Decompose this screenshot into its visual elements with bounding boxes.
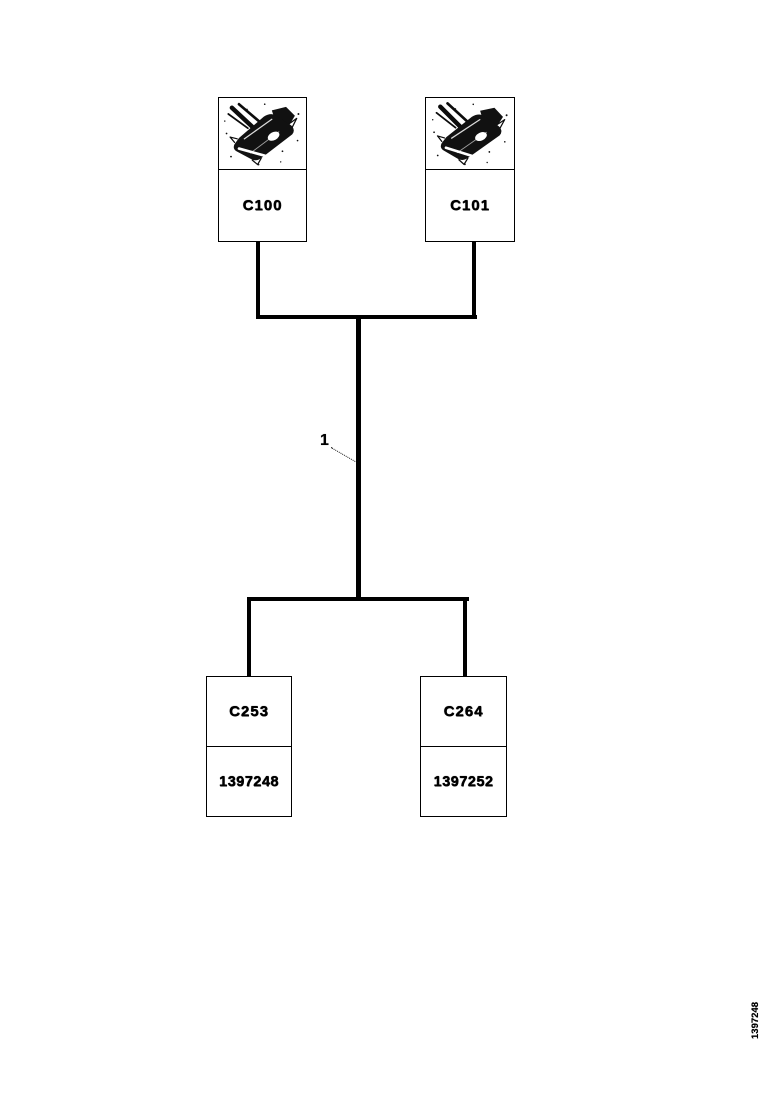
connector-box-c253: C253 1397248 <box>206 676 292 817</box>
harness-bus-bottom <box>247 597 469 601</box>
wire-drop-c253 <box>247 597 251 676</box>
connector-illustration-icon <box>426 98 514 170</box>
wire-drop-c100 <box>256 241 260 319</box>
part-number-label: 1397252 <box>433 773 494 790</box>
connector-box-c264: C264 1397252 <box>420 676 507 817</box>
connector-id-label: C100 <box>242 197 283 214</box>
corner-drawing-code: 1397248 <box>750 1002 761 1039</box>
wire-drop-c264 <box>463 597 467 676</box>
part-number-label: 1397248 <box>219 773 279 790</box>
connector-id-label: C101 <box>450 197 490 214</box>
wire-drop-c101 <box>472 241 476 319</box>
callout-leader-line <box>330 447 356 462</box>
connector-id-label: C264 <box>421 677 506 747</box>
callout-1-label: 1 <box>320 432 329 449</box>
connector-box-c100: C100 <box>218 97 307 242</box>
connector-illustration-icon <box>219 98 306 170</box>
harness-bus-top <box>256 315 477 319</box>
connector-box-c101: C101 <box>425 97 515 242</box>
harness-trunk <box>356 315 361 601</box>
connector-id-label: C253 <box>207 677 291 747</box>
